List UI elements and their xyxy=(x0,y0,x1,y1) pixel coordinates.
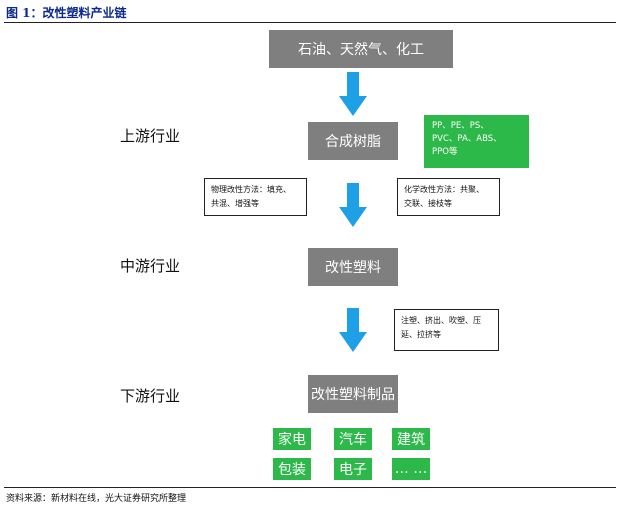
arrow-down-icon xyxy=(339,183,367,227)
note-line: 注塑、挤出、吹塑、压 xyxy=(401,316,481,325)
resin-types-line: PP、PE、PS、 xyxy=(432,121,489,131)
modified-plastic-products-box: 改性塑料制品 xyxy=(308,375,398,413)
chemical-modification-note: 化学改性方法：共聚、 交联、接枝等 xyxy=(397,178,500,216)
source-note: 资料来源：新材料在线，光大证券研究所整理 xyxy=(6,494,187,504)
note-line: 化学改性方法：共聚、 xyxy=(404,185,484,194)
synthetic-resin-box: 合成树脂 xyxy=(308,122,398,160)
product-tag: … … xyxy=(392,458,430,480)
processing-methods-note: 注塑、挤出、吹塑、压 延、拉挤等 xyxy=(394,309,499,351)
note-line: 交联、接枝等 xyxy=(404,199,452,208)
physical-modification-note: 物理改性方法：填充、 共混、增强等 xyxy=(204,178,307,216)
upstream-label: 上游行业 xyxy=(120,127,181,145)
midstream-label: 中游行业 xyxy=(120,257,181,275)
resin-types-line: PPO等 xyxy=(432,147,458,157)
figure-title: 图 1：改性塑料产业链 xyxy=(6,6,127,20)
bottom-divider xyxy=(4,487,616,488)
product-tag: 建筑 xyxy=(392,428,430,450)
product-tag: 家电 xyxy=(273,428,311,450)
product-tag: 电子 xyxy=(334,458,372,480)
raw-materials-box: 石油、天然气、化工 xyxy=(269,30,453,68)
arrow-down-icon xyxy=(339,72,367,116)
note-line: 物理改性方法：填充、 xyxy=(211,185,291,194)
product-tag: 包装 xyxy=(273,458,311,480)
note-line: 延、拉挤等 xyxy=(401,330,441,339)
modified-plastics-box: 改性塑料 xyxy=(308,248,398,286)
note-line: 共混、增强等 xyxy=(211,199,259,208)
arrow-down-icon xyxy=(339,308,367,352)
top-divider xyxy=(4,22,616,23)
resin-types-line: PVC、PA、ABS、 xyxy=(432,134,502,144)
resin-types-box: PP、PE、PS、 PVC、PA、ABS、 PPO等 xyxy=(424,115,529,168)
product-tag: 汽车 xyxy=(334,428,372,450)
downstream-label: 下游行业 xyxy=(120,387,181,405)
